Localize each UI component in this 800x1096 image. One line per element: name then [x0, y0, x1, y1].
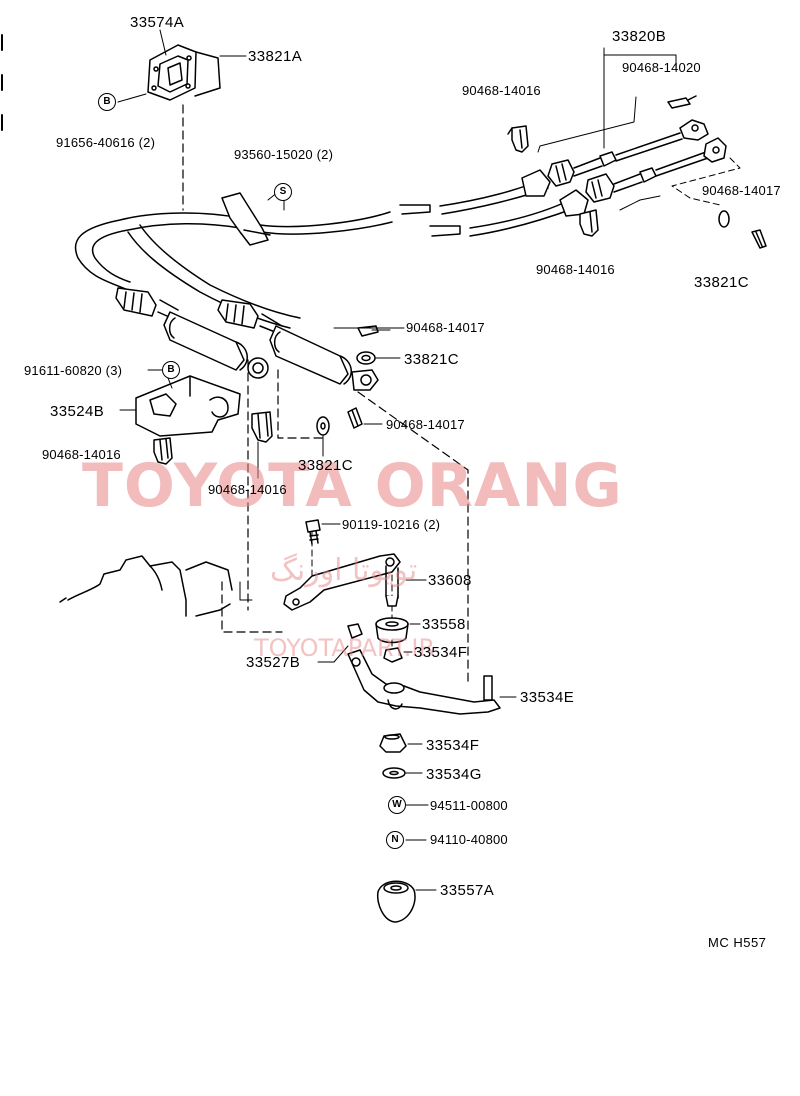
label-90468-14020: 90468-14020 [622, 60, 701, 75]
bushing-33534F-upper [383, 647, 403, 663]
clip-90468-14016-right [579, 209, 599, 237]
boot-plate-33574A [147, 44, 221, 101]
watermark-site: TOYOTAPART.IR [254, 634, 436, 662]
bracket-33524B [135, 375, 241, 437]
label-33558: 33558 [422, 616, 466, 633]
label-33821C-right: 33821C [694, 274, 749, 291]
cable-end-right-2 [559, 137, 727, 217]
s-symbol-icon: S [274, 183, 292, 201]
label-93560-15020: 93560-15020 (2) [234, 147, 334, 162]
cable-end-left-1 [115, 287, 269, 379]
washer-33821C-low [316, 416, 330, 436]
label-90468-14016-top: 90468-14016 [462, 83, 541, 98]
washer-33534G [382, 767, 406, 779]
watermark-main: TOYOTA ORANG [82, 451, 623, 521]
label-33534E: 33534E [520, 689, 575, 706]
watermark-persian: تویوتا اورنگ [270, 553, 418, 588]
label-33574A: 33574A [130, 14, 185, 31]
label-33821C-mid: 33821C [404, 351, 459, 368]
bushing-33558 [375, 617, 409, 644]
knob-33557A [376, 880, 416, 923]
label-33820B: 33820B [612, 28, 667, 45]
label-90468-14016-right: 90468-14016 [536, 262, 615, 277]
b-symbol-icon: B [98, 93, 116, 111]
cable-end-left-2 [217, 299, 379, 391]
label-33608: 33608 [428, 572, 472, 589]
bushing-33534F-lower [379, 733, 407, 753]
label-94110-40800: 94110-40800 [430, 832, 508, 847]
label-90468-14017-low: 90468-14017 [386, 417, 465, 432]
bolt-90119-10216 [305, 519, 321, 545]
n-symbol-icon: N [386, 831, 404, 849]
w-symbol-icon: W [388, 796, 406, 814]
label-33527B: 33527B [246, 654, 301, 671]
washer-33821C-mid [356, 351, 376, 365]
label-33534F-upper: 33534F [414, 644, 468, 661]
shift-cables [74, 177, 576, 329]
washer-33821C-right [718, 210, 730, 228]
label-33534F-lower: 33534F [426, 737, 480, 754]
transmission-housing-outline [59, 555, 233, 617]
label-33557A: 33557A [440, 882, 495, 899]
label-90468-14017-mid: 90468-14017 [406, 320, 485, 335]
label-33524B: 33524B [50, 403, 105, 420]
label-90468-14016-left: 90468-14016 [42, 447, 121, 462]
label-90468-14016-mid: 90468-14016 [208, 482, 287, 497]
clip-90468-14017-right [751, 229, 767, 249]
clip-90468-14017-low [347, 407, 363, 429]
label-94511-00800: 94511-00800 [430, 798, 508, 813]
label-90119-10216: 90119-10216 (2) [342, 517, 441, 532]
clip-90468-14016-top [507, 125, 529, 153]
b-symbol-icon: B [162, 361, 180, 379]
label-33821C-low: 33821C [298, 457, 353, 474]
cable-clamp-93560 [221, 192, 271, 246]
label-33534G: 33534G [426, 766, 482, 783]
shift-lever-33608 [283, 553, 401, 611]
clip-90468-14016-mid [251, 411, 273, 443]
lever-33534E [347, 649, 501, 715]
label-91656-40616: 91656-40616 (2) [56, 135, 156, 150]
clip-90468-14016-left [153, 437, 173, 465]
cable-end-right-1 [521, 119, 709, 197]
clip-90468-14020 [667, 95, 697, 109]
part-33527B [347, 623, 363, 639]
label-91611-60820: 91611-60820 (3) [24, 363, 123, 378]
diagram-code: MC H557 [708, 935, 767, 950]
label-90468-14017-right: 90468-14017 [702, 183, 781, 198]
label-33821A: 33821A [248, 48, 303, 65]
